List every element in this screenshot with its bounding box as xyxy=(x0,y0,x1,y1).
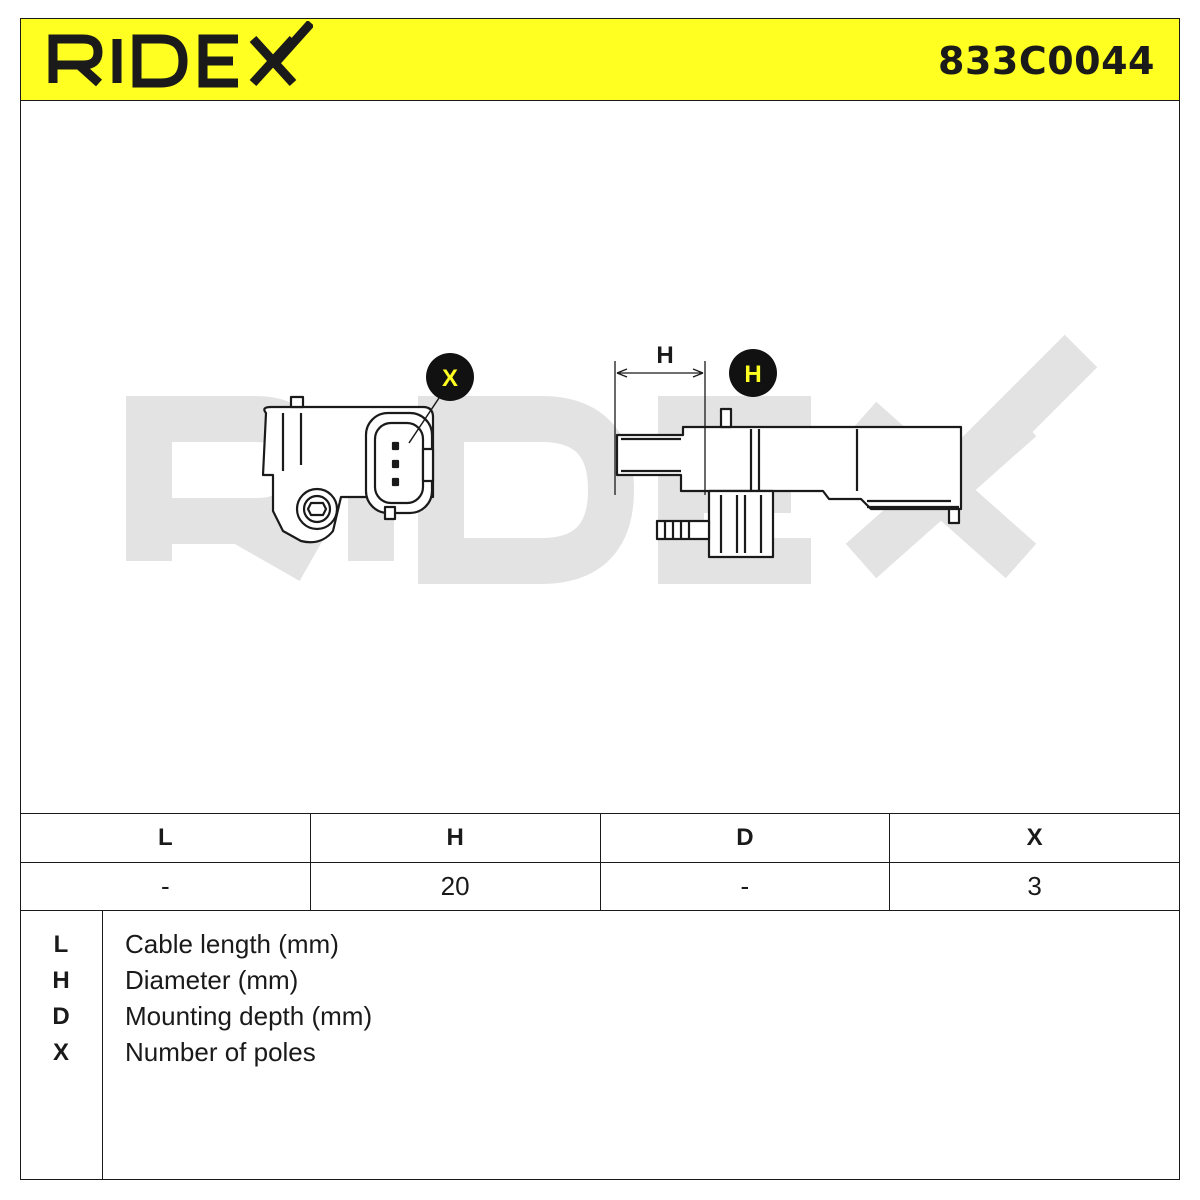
legend-text-l: Cable length (mm) xyxy=(125,929,339,959)
legend-text-h: Diameter (mm) xyxy=(125,965,299,995)
spec-header-h: H xyxy=(311,814,601,862)
callout-x-badge xyxy=(426,353,474,401)
spec-value-row: - 20 - 3 xyxy=(21,862,1179,910)
callout-x-label: X xyxy=(442,365,458,392)
spec-table: L H D X - 20 - 3 xyxy=(21,813,1179,911)
datasheet: 833C0044 xyxy=(20,18,1180,1180)
header-bar: 833C0044 xyxy=(21,19,1179,101)
dimension-h xyxy=(614,361,706,495)
sensor-side-view xyxy=(615,407,963,559)
spec-value-x: 3 xyxy=(1027,870,1042,901)
legend-text-d: Mounting depth (mm) xyxy=(125,1001,373,1031)
legend-key-x: X xyxy=(52,1039,69,1066)
legend-key-l: L xyxy=(53,931,69,958)
ridex-logo xyxy=(48,21,313,88)
sensor-drawing: X H H xyxy=(126,334,1098,584)
technical-drawing: X H H xyxy=(21,101,1179,813)
callout-h-label: H xyxy=(744,361,761,388)
sensor-end-view xyxy=(261,395,435,544)
legend: L H D X Cable length (mm) Diameter (mm) … xyxy=(21,911,1179,1179)
spec-header-row: L H D X xyxy=(21,814,1179,863)
spec-header-d: D xyxy=(601,814,891,862)
spec-value-l: - xyxy=(21,862,311,910)
part-number: 833C0044 xyxy=(938,39,1155,83)
legend-key-d: D xyxy=(52,1003,70,1030)
spec-value-h: 20 xyxy=(311,862,601,910)
legend-key-h: H xyxy=(52,967,70,994)
spec-value-d: - xyxy=(601,862,891,910)
legend-text-x: Number of poles xyxy=(125,1037,316,1067)
dimension-h-label: H xyxy=(656,342,673,369)
spec-header-l: L xyxy=(21,814,311,862)
callout-h-badge xyxy=(729,349,777,397)
spec-header-x: X xyxy=(1026,824,1043,851)
legend-key-column: L H D X xyxy=(21,911,103,1179)
